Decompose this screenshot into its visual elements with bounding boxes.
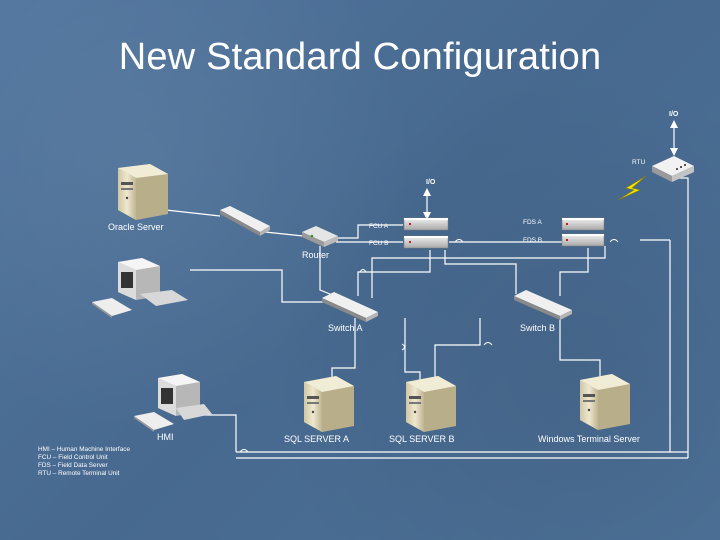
line-rtu-vertical xyxy=(672,177,689,458)
line-fcu-switcha xyxy=(357,250,431,296)
line-switcha-sqlb xyxy=(404,318,421,380)
legend-item-rtu: RTU – Remote Terminal Unit xyxy=(38,470,120,477)
rtu-label: RTU xyxy=(632,159,646,166)
sql-server-a-icon xyxy=(304,376,354,432)
legend: HMI – Human Machine Interface FCU – Fiel… xyxy=(38,446,130,478)
rtu-icon xyxy=(652,156,694,182)
arrow-rtu-io-down xyxy=(670,148,678,156)
line-crossovers xyxy=(239,239,619,453)
page-title: New Standard Configuration xyxy=(118,36,602,78)
router-icon xyxy=(302,226,338,247)
fds-b-icon xyxy=(561,233,605,247)
switch-a-label: Switch A xyxy=(328,323,363,333)
hmi-label: HMI xyxy=(157,432,174,442)
arrowheads xyxy=(423,120,678,220)
fcu-a-icon xyxy=(403,217,449,231)
fds-a-icon xyxy=(561,217,605,231)
arrow-fcu-io-down xyxy=(423,212,431,220)
crossover-4 xyxy=(401,343,405,351)
io-label-fcu: I/O xyxy=(426,179,436,186)
crossover-1 xyxy=(454,239,464,243)
line-hmi-bus xyxy=(200,414,237,452)
oracle-server-label: Oracle Server xyxy=(108,222,164,232)
windows-terminal-server-icon xyxy=(580,374,630,430)
switch-b-icon xyxy=(514,290,572,320)
arrow-fcu-io-up xyxy=(423,188,431,196)
desktop-computer-icon xyxy=(92,258,188,318)
line-fds-switchb xyxy=(559,248,589,296)
switch-a-icon xyxy=(322,292,378,322)
sql-server-a-label: SQL SERVER A xyxy=(284,434,349,444)
sql-server-b-label: SQL SERVER B xyxy=(389,434,455,444)
oracle-server-icon xyxy=(118,164,168,220)
router-label: Router xyxy=(302,250,329,260)
legend-item-fcu: FCU – Field Control Unit xyxy=(38,454,108,461)
connection-lines xyxy=(165,124,689,459)
line-fcu-switchb xyxy=(444,250,517,294)
line-switchb-wts xyxy=(559,318,601,378)
line-hub-router xyxy=(264,231,304,237)
sql-server-b-icon xyxy=(406,376,456,432)
fcu-a-label: FCU A xyxy=(369,223,389,230)
crossover-5 xyxy=(483,342,493,346)
fds-a-label: FDS A xyxy=(523,219,542,226)
line-pc-switcha xyxy=(190,269,325,303)
line-fds-switcha xyxy=(371,246,606,298)
fcu-b-icon xyxy=(403,235,449,249)
hmi-computer-icon xyxy=(134,374,212,432)
arrow-rtu-io-up xyxy=(670,120,678,128)
windows-terminal-server-label: Windows Terminal Server xyxy=(538,434,640,444)
line-switcha-sqla xyxy=(331,318,356,380)
crossover-6 xyxy=(239,449,249,453)
wireless-lightning-icon xyxy=(617,175,647,201)
line-switchb-sqlb xyxy=(434,318,481,380)
fcu-b-label: FCU B xyxy=(369,240,389,247)
switch-b-label: Switch B xyxy=(520,323,555,333)
crossover-2 xyxy=(359,269,367,273)
io-label-rtu: I/O xyxy=(669,111,679,118)
legend-item-hmi: HMI – Human Machine Interface xyxy=(38,446,130,453)
legend-item-fds: FDS – Field Data Server xyxy=(38,462,108,469)
fds-b-label: FDS B xyxy=(523,237,542,244)
crossover-3 xyxy=(609,239,619,243)
network-hub-icon xyxy=(220,206,270,236)
line-oracle-hub xyxy=(165,209,221,217)
line-router-fcua xyxy=(336,224,403,239)
